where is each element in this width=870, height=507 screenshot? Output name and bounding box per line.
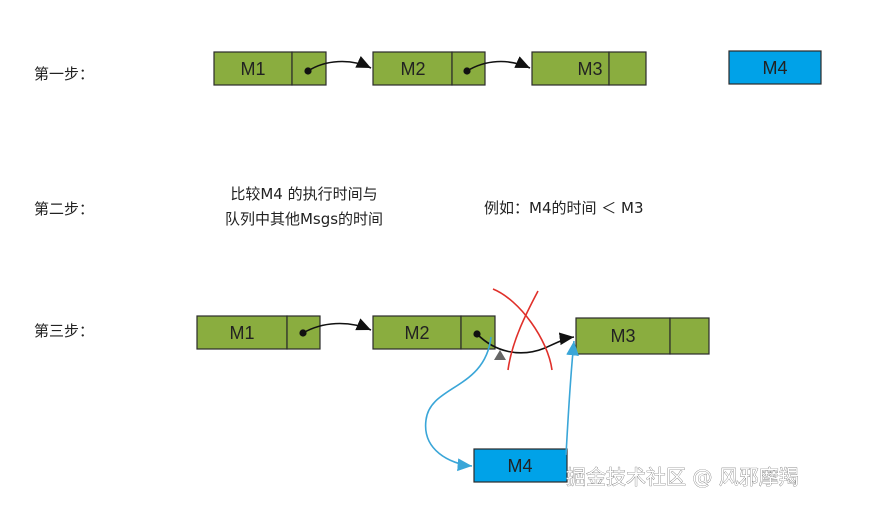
step1-node-m1: M1 — [213, 51, 327, 86]
step1-m3-label: M3 — [577, 59, 602, 79]
gray-arrowhead-icon — [494, 350, 506, 360]
old-link-arrow-m2-m3 — [476, 332, 575, 354]
step3-node-m4: M4 — [473, 448, 568, 483]
step1-m1-label: M1 — [240, 59, 265, 79]
step3-m1-label: M1 — [229, 323, 254, 343]
step1-node-m3: M3 — [531, 51, 647, 86]
step3-node-m3: M3 — [575, 317, 710, 355]
step3-m3-label: M3 — [610, 326, 635, 346]
step1-label: 第一步： — [34, 65, 94, 83]
new-link-arrow-m4-m3 — [565, 340, 579, 456]
example-text: 例如：M4的时间 ＜ M3 — [484, 199, 644, 217]
step1-arrow-m1-m2 — [307, 56, 372, 72]
compare-text-line1: 比较M4 的执行时间与 — [230, 185, 377, 203]
step2-label: 第二步： — [34, 200, 94, 218]
step3-m2-label: M2 — [404, 323, 429, 343]
compare-text-line2: 队列中其他Msgs的时间 — [225, 210, 383, 228]
new-link-arrow-m2-m4 — [424, 336, 492, 472]
step1-m4-label: M4 — [762, 58, 787, 78]
step1-m2-label: M2 — [400, 59, 425, 79]
step3-label: 第三步： — [34, 322, 94, 340]
red-cross-mark — [492, 288, 553, 371]
step3-m4-label: M4 — [507, 456, 532, 476]
step1-node-m2: M2 — [372, 51, 486, 86]
watermark-text: 掘金技术社区 @ 风邪摩羯 — [566, 465, 799, 489]
step3-arrow-m1-m2 — [302, 318, 372, 334]
step3-node-m1: M1 — [196, 315, 321, 350]
step3-node-m2: M2 — [372, 315, 496, 350]
step1-node-m4: M4 — [728, 50, 822, 85]
step1-arrow-m2-m3 — [466, 56, 531, 72]
